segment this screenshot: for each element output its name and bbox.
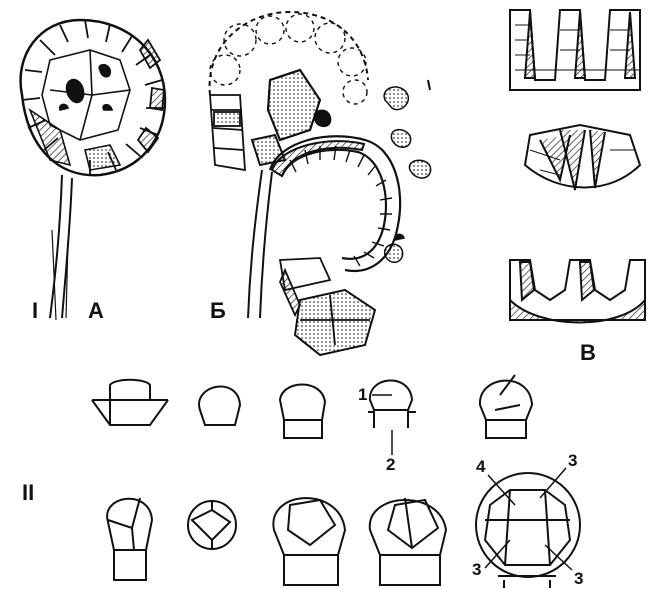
section-2-label: II: [22, 480, 34, 505]
label-3-right: 3: [574, 569, 583, 588]
label-1: 1: [358, 385, 367, 404]
panel-a-label: А: [88, 298, 104, 323]
panel-a-drawing: [21, 20, 165, 320]
section-1-label: I: [32, 298, 38, 323]
label-3-top: 3: [568, 451, 577, 470]
label-4: 4: [476, 457, 486, 476]
panel-b-drawing: [210, 12, 431, 355]
label-2: 2: [386, 455, 395, 474]
development-stages-row-2: [107, 468, 580, 588]
development-stages-row-1: [92, 375, 532, 455]
label-3-left: 3: [472, 560, 481, 579]
panel-v-label: В: [580, 340, 596, 365]
panel-v-drawing: [510, 10, 645, 323]
panel-b-label: Б: [210, 298, 226, 323]
